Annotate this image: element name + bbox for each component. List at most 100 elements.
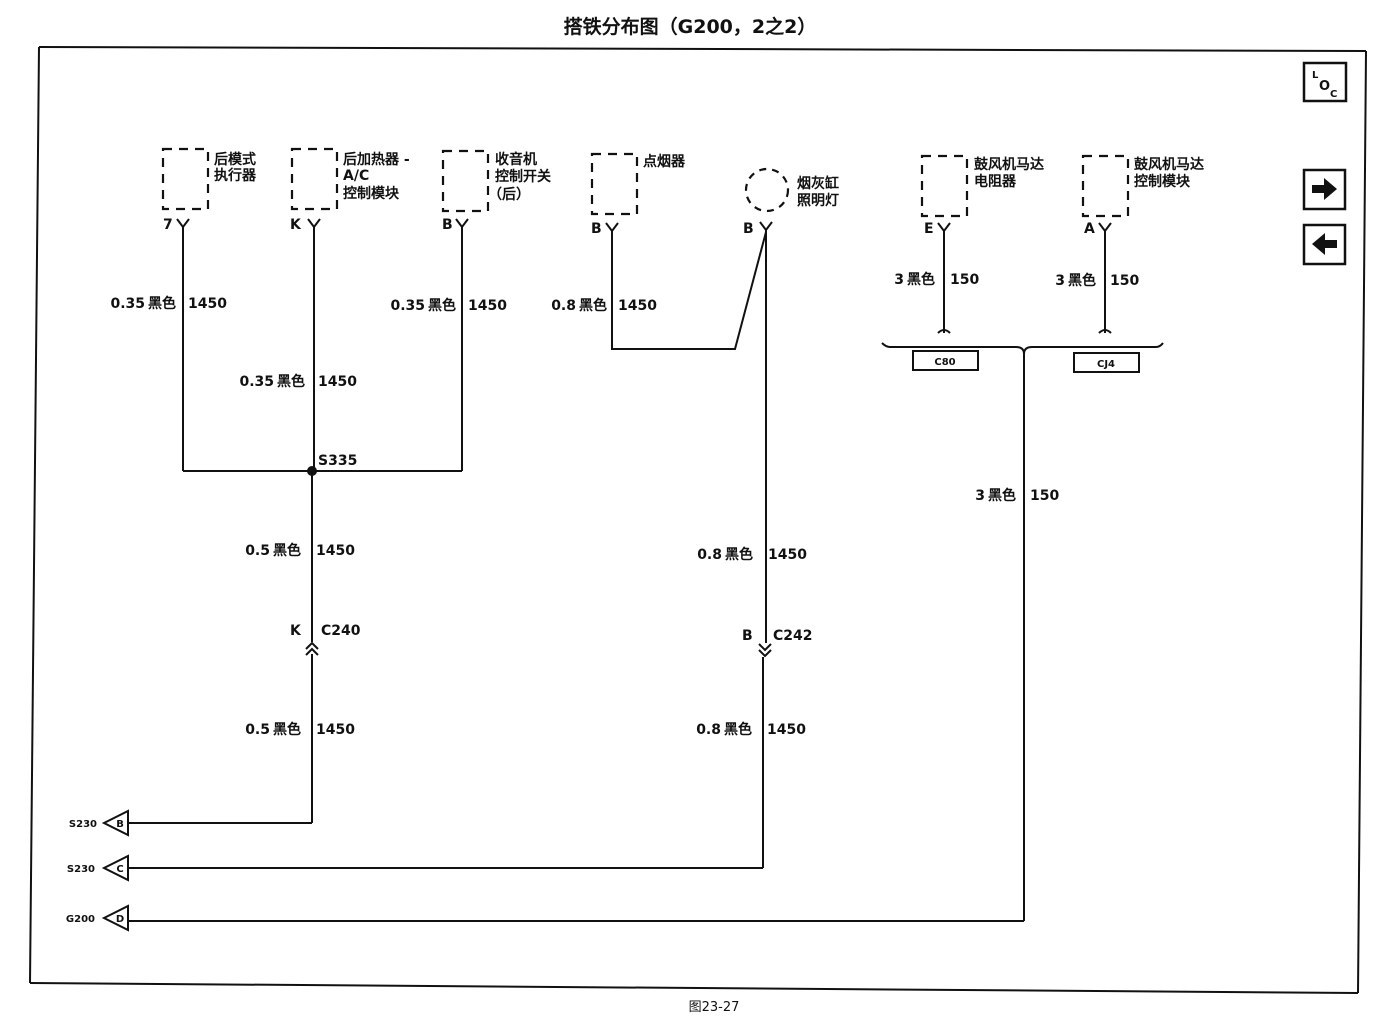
component-label: 电阻器: [974, 173, 1017, 190]
pin-label: A: [1084, 221, 1095, 237]
component-ashtray-lamp: 烟灰缸 照明灯: [744, 167, 839, 213]
svg-text:0.5: 0.5: [245, 543, 270, 559]
connector-c240-terminal: [305, 641, 319, 656]
component-label: 鼓风机马达: [1134, 156, 1204, 173]
page-title: 搭铁分布图（G200，2之2）: [564, 15, 817, 38]
component-blower-motor-module: 鼓风机马达 控制模块: [1081, 154, 1204, 218]
svg-text:黑色: 黑色: [277, 373, 305, 390]
svg-text:黑色: 黑色: [1068, 272, 1096, 289]
component-label: 控制开关: [495, 168, 551, 185]
svg-text:1450: 1450: [768, 547, 807, 563]
svg-text:0.8: 0.8: [696, 722, 721, 738]
pin-label: 7: [163, 217, 173, 233]
svg-text:3: 3: [894, 272, 904, 288]
connector-name: C242: [773, 628, 813, 644]
component-label: 收音机: [495, 151, 537, 168]
wiring: [128, 227, 1106, 922]
connector-c242-terminal: [758, 643, 772, 658]
connector-name: C240: [321, 623, 361, 639]
wire-label-s335-lower: 0.5 黑色 1450: [245, 721, 355, 738]
component-label: 控制模块: [343, 185, 400, 202]
component-label: A/C: [343, 168, 369, 184]
svg-text:3: 3: [1055, 273, 1065, 289]
pin-terminal: [307, 218, 321, 229]
splice-label: S335: [318, 453, 357, 469]
component-label: 执行器: [214, 167, 257, 184]
pin-terminal: [176, 218, 190, 229]
connector-pin-label: B: [742, 628, 753, 644]
svg-text:0.35: 0.35: [110, 296, 145, 312]
ref-letter: B: [116, 819, 124, 830]
component-cigar-lighter: 点烟器: [590, 152, 686, 216]
component-rear-heater-ac-module: 后加热器 - A/C 控制模块: [290, 147, 410, 211]
connector-cj4-label: CJ4: [1097, 359, 1115, 370]
connector-c80-label: C80: [934, 357, 955, 368]
svg-text:黑色: 黑色: [148, 295, 176, 312]
wire-label-g200: 3 黑色 150: [975, 487, 1059, 504]
svg-text:3: 3: [975, 488, 985, 504]
loc-letter-c: C: [1330, 89, 1337, 100]
ref-label: S230: [67, 864, 95, 875]
svg-text:黑色: 黑色: [724, 721, 752, 738]
svg-text:黑色: 黑色: [579, 297, 607, 314]
pin-label: B: [591, 221, 602, 237]
component-label: 鼓风机马达: [974, 156, 1044, 173]
svg-text:黑色: 黑色: [428, 297, 456, 314]
svg-text:1450: 1450: [767, 722, 806, 738]
component-label: 烟灰缸: [797, 175, 839, 192]
component-blower-motor-resistor: 鼓风机马达 电阻器: [920, 154, 1044, 218]
svg-text:黑色: 黑色: [907, 271, 935, 288]
pin-terminal: [759, 221, 773, 232]
ref-s230-c[interactable]: C S230: [67, 854, 129, 882]
loc-letter-o: O: [1319, 79, 1330, 94]
component-label: 点烟器: [643, 153, 686, 170]
pin-label: K: [290, 217, 302, 233]
svg-text:1450: 1450: [188, 296, 227, 312]
svg-text:1450: 1450: [316, 722, 355, 738]
wire-label-ashtray-lower: 0.8 黑色 1450: [696, 721, 806, 738]
diagram-frame: [29, 46, 1367, 994]
pin-label: B: [442, 217, 453, 233]
component-label: 后模式: [214, 151, 256, 168]
svg-text:黑色: 黑色: [988, 487, 1016, 504]
figure-caption: 图23-27: [689, 1000, 740, 1015]
harness-bracket: [881, 329, 1164, 355]
pin-label: E: [924, 221, 934, 237]
pin-label: B: [743, 221, 754, 237]
loc-letter-l: L: [1312, 70, 1319, 81]
svg-text:0.35: 0.35: [390, 298, 425, 314]
ref-letter: D: [116, 914, 124, 925]
prev-page-button[interactable]: [1302, 223, 1347, 266]
svg-text:150: 150: [1030, 488, 1059, 504]
ref-label: G200: [66, 914, 95, 925]
wire-label-blower-resistor: 3 黑色 150: [894, 271, 979, 288]
svg-text:0.8: 0.8: [697, 547, 722, 563]
svg-text:0.8: 0.8: [551, 298, 576, 314]
wire-label-rear-heater: 0.35 黑色 1450: [239, 373, 357, 390]
arrow-right-icon: [1312, 178, 1337, 200]
connector-pin-label: K: [290, 623, 302, 639]
wire-label-blower-module: 3 黑色 150: [1055, 272, 1139, 289]
connector-cj4-box: CJ4: [1073, 352, 1140, 373]
loc-button[interactable]: L O C: [1302, 61, 1348, 103]
svg-text:黑色: 黑色: [725, 546, 753, 563]
ref-label: S230: [69, 819, 97, 830]
wire-label-rear-mode: 0.35 黑色 1450: [110, 295, 227, 312]
ref-s230-b[interactable]: B S230: [69, 809, 129, 837]
svg-text:150: 150: [1110, 273, 1139, 289]
splice-dot: [307, 466, 317, 476]
pin-terminal: [455, 218, 469, 229]
pin-terminal: [1098, 222, 1112, 233]
component-rear-mode-actuator: 后模式 执行器: [161, 147, 257, 211]
svg-text:1450: 1450: [318, 374, 357, 390]
component-label: 后加热器 -: [343, 151, 410, 168]
svg-text:0.5: 0.5: [245, 722, 270, 738]
ref-g200-d[interactable]: D G200: [66, 904, 129, 932]
pin-terminal: [605, 222, 619, 233]
arrow-left-icon: [1312, 233, 1337, 255]
connector-c80-box: C80: [912, 350, 979, 371]
ref-letter: C: [116, 864, 123, 875]
component-label: 照明灯: [797, 192, 839, 209]
next-page-button[interactable]: [1302, 168, 1347, 211]
wire-label-s335-upper: 0.5 黑色 1450: [245, 542, 355, 559]
